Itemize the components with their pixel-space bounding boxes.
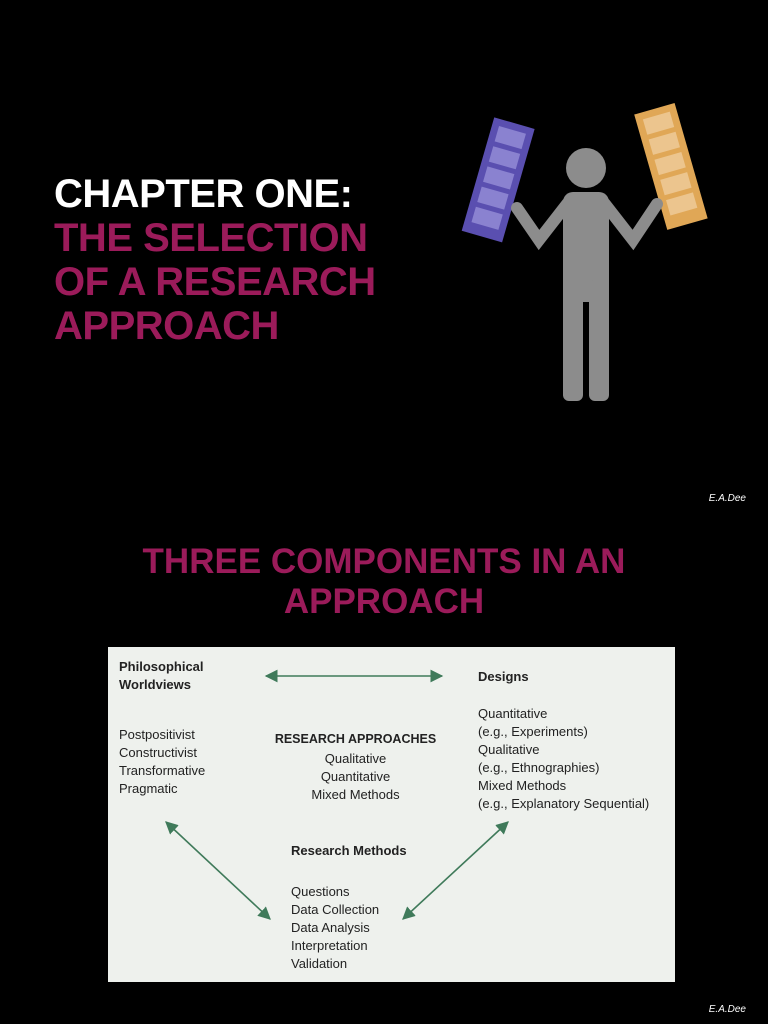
worldview-item: Constructivist — [119, 745, 198, 760]
chapter-title-line-4: APPROACH — [54, 304, 279, 348]
methods-list: Questions Data Collection Data Analysis … — [291, 883, 379, 973]
worldview-item: Pragmatic — [119, 781, 178, 796]
method-item: Validation — [291, 956, 348, 971]
method-item: Questions — [291, 884, 350, 899]
designs-heading: Designs — [478, 669, 529, 684]
arrow-designs-methods — [402, 821, 509, 920]
chapter-title-line-1: CHAPTER ONE: — [54, 172, 353, 216]
film-strip-icon — [461, 117, 535, 243]
components-diagram: Philosophical Worldviews Postpositivist … — [108, 647, 675, 982]
worldviews-heading-line-2: Worldviews — [119, 677, 192, 692]
author-credit: E.A.Dee — [708, 1004, 746, 1015]
arrow-worldviews-methods — [165, 821, 271, 920]
diagram-arrows — [165, 669, 509, 920]
slide-chapter-title: CHAPTER ONE: THE SELECTION OF A RESEARCH… — [54, 102, 746, 504]
approach-item: Quantitative — [320, 769, 391, 784]
method-item: Data Collection — [291, 902, 380, 917]
design-item: (e.g., Ethnographies) — [478, 760, 600, 775]
designs-list: Quantitative (e.g., Experiments) Qualita… — [478, 705, 649, 813]
slide-title: THREE COMPONENTS IN AN APPROACH — [0, 542, 768, 622]
design-item: Mixed Methods — [478, 778, 567, 793]
methods-heading: Research Methods — [291, 843, 407, 858]
design-item: Quantitative — [478, 706, 548, 721]
design-item: Qualitative — [478, 742, 540, 757]
worldviews-heading: Philosophical Worldviews — [119, 658, 204, 694]
slide-title-line-1: THREE COMPONENTS IN AN — [142, 542, 626, 581]
approaches-heading: RESEARCH APPROACHES — [274, 732, 437, 746]
chapter-title-line-2: THE SELECTION — [54, 216, 368, 260]
worldview-item: Postpositivist — [119, 727, 195, 742]
author-credit: E.A.Dee — [708, 493, 746, 504]
worldview-item: Transformative — [119, 763, 206, 778]
approaches-block: RESEARCH APPROACHES Qualitative Quantita… — [273, 730, 438, 804]
method-item: Interpretation — [291, 938, 368, 953]
approach-item: Qualitative — [324, 751, 387, 766]
slide-title-line-2: APPROACH — [283, 582, 485, 621]
chapter-title: CHAPTER ONE: THE SELECTION OF A RESEARCH… — [54, 172, 376, 348]
chapter-title-line-3: OF A RESEARCH — [54, 260, 376, 304]
design-item: (e.g., Experiments) — [478, 724, 588, 739]
method-item: Data Analysis — [291, 920, 370, 935]
worldviews-list: Postpositivist Constructivist Transforma… — [119, 726, 205, 798]
worldviews-heading-line-1: Philosophical — [119, 659, 204, 674]
design-item: (e.g., Explanatory Sequential) — [478, 796, 650, 811]
slide-three-components: THREE COMPONENTS IN AN APPROACH Philosop… — [0, 512, 768, 1024]
approach-item: Mixed Methods — [311, 787, 400, 802]
film-strip-icon — [634, 102, 708, 230]
person-figure-icon — [461, 102, 708, 401]
